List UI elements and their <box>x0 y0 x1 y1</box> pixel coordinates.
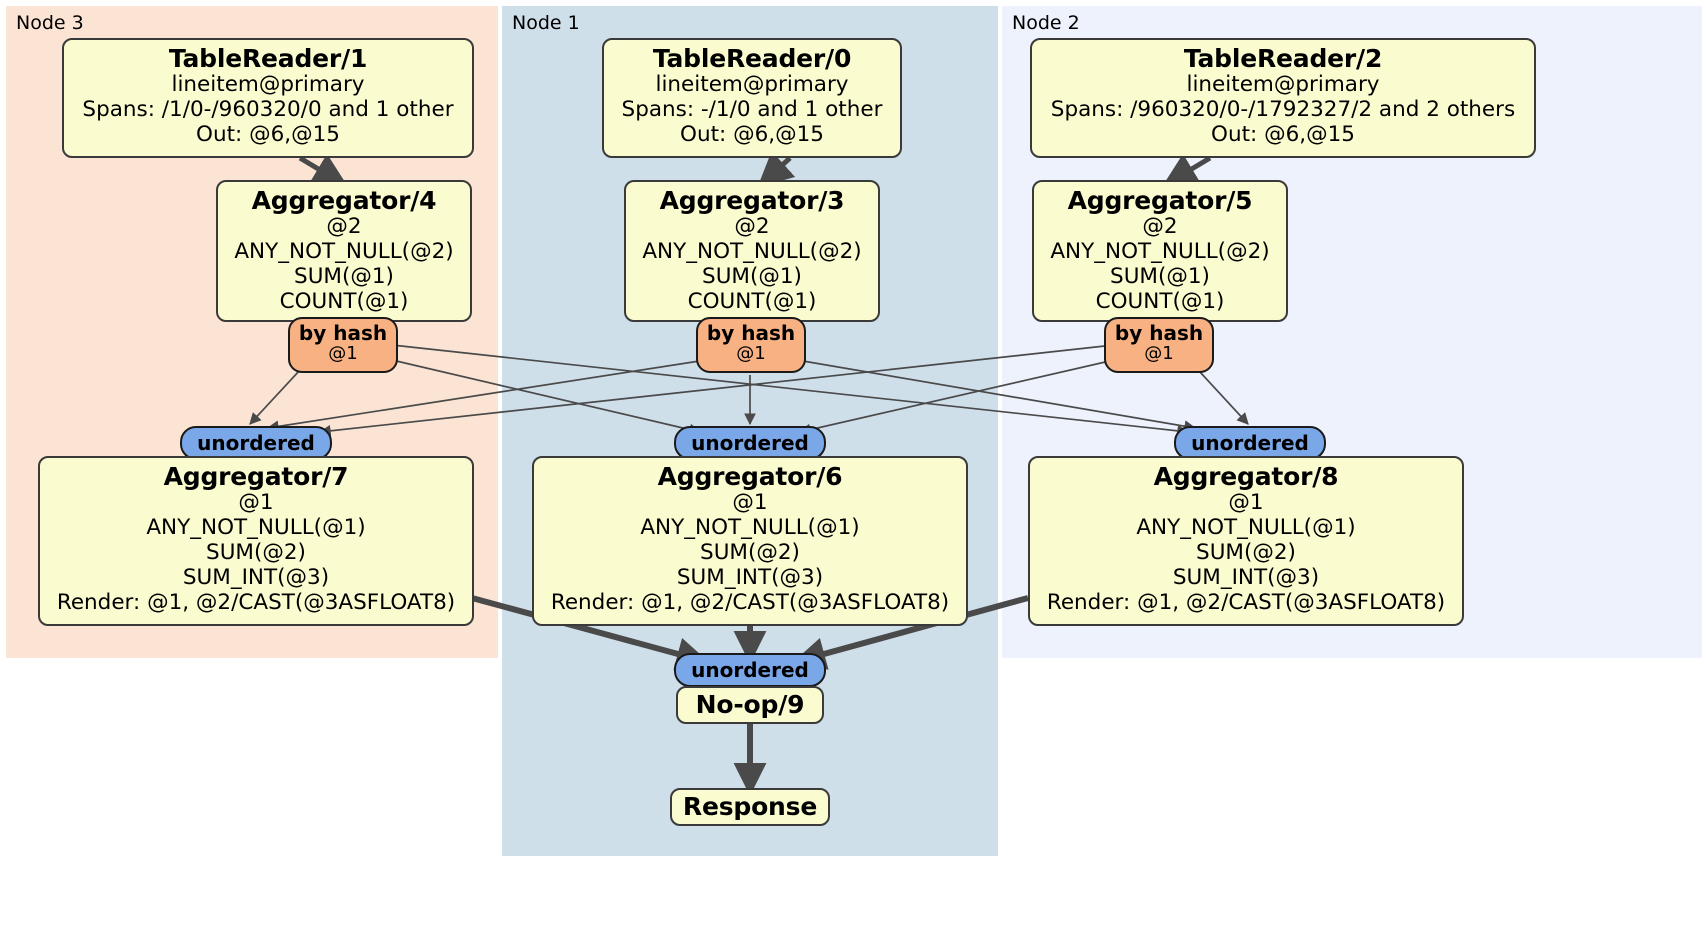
processor-title: Aggregator/6 <box>657 462 843 491</box>
processor-detail: SUM(@1) <box>294 263 394 289</box>
processor-detail: @2 <box>734 214 770 239</box>
node-panel-label: Node 2 <box>1012 12 1080 34</box>
processor-detail: SUM(@2) <box>206 539 306 565</box>
processor-title: Aggregator/8 <box>1153 462 1339 491</box>
output-router-by-hash-center[interactable]: by hash @1 <box>696 317 806 373</box>
processor-detail: SUM(@1) <box>702 263 802 289</box>
input-sync-unordered-left[interactable]: unordered <box>180 426 332 460</box>
processor-aggregator-6[interactable]: Aggregator/6 @1 ANY_NOT_NULL(@1) SUM(@2)… <box>532 456 968 626</box>
processor-title: Response <box>682 792 818 821</box>
router-detail: @1 <box>1144 343 1174 365</box>
processor-title: No-op/9 <box>695 690 805 719</box>
processor-detail: SUM_INT(@3) <box>676 564 824 590</box>
processor-detail: Spans: /960320/0-/1792327/2 and 2 others <box>1050 96 1516 122</box>
processor-detail: ANY_NOT_NULL(@1) <box>640 514 860 540</box>
processor-render: Render: @1, @2/CAST(@3ASFLOAT8) <box>550 589 950 615</box>
processor-detail: SUM_INT(@3) <box>182 564 330 590</box>
router-detail: @1 <box>328 343 358 365</box>
processor-detail: lineitem@primary <box>655 72 849 97</box>
sync-label: unordered <box>1191 430 1309 455</box>
processor-title: TableReader/1 <box>168 44 368 73</box>
sync-label: unordered <box>691 657 809 682</box>
router-title: by hash <box>706 321 796 345</box>
processor-aggregator-4[interactable]: Aggregator/4 @2 ANY_NOT_NULL(@2) SUM(@1)… <box>216 180 472 322</box>
processor-aggregator-3[interactable]: Aggregator/3 @2 ANY_NOT_NULL(@2) SUM(@1)… <box>624 180 880 322</box>
router-title: by hash <box>1114 321 1204 345</box>
input-sync-unordered-final[interactable]: unordered <box>674 653 826 687</box>
processor-detail: Spans: /1/0-/960320/0 and 1 other <box>82 96 454 122</box>
processor-tablereader-0[interactable]: TableReader/0 lineitem@primary Spans: -/… <box>602 38 902 158</box>
processor-render: Render: @1, @2/CAST(@3ASFLOAT8) <box>56 589 456 615</box>
processor-render: Render: @1, @2/CAST(@3ASFLOAT8) <box>1046 589 1446 615</box>
processor-detail: SUM(@1) <box>1110 263 1210 289</box>
processor-detail: @2 <box>326 214 362 239</box>
processor-response[interactable]: Response <box>670 788 830 826</box>
processor-detail: COUNT(@1) <box>687 288 817 314</box>
output-router-by-hash-left[interactable]: by hash @1 <box>288 317 398 373</box>
router-detail: @1 <box>736 343 766 365</box>
processor-detail: @1 <box>238 490 274 515</box>
processor-detail: lineitem@primary <box>171 72 365 97</box>
processor-detail: @1 <box>732 490 768 515</box>
processor-tablereader-2[interactable]: TableReader/2 lineitem@primary Spans: /9… <box>1030 38 1536 158</box>
input-sync-unordered-center[interactable]: unordered <box>674 426 826 460</box>
input-sync-unordered-right[interactable]: unordered <box>1174 426 1326 460</box>
processor-detail: @2 <box>1142 214 1178 239</box>
processor-title: Aggregator/7 <box>163 462 349 491</box>
processor-detail: ANY_NOT_NULL(@2) <box>1050 238 1270 264</box>
processor-tablereader-1[interactable]: TableReader/1 lineitem@primary Spans: /1… <box>62 38 474 158</box>
processor-detail: COUNT(@1) <box>279 288 409 314</box>
processor-detail: @1 <box>1228 490 1264 515</box>
processor-aggregator-5[interactable]: Aggregator/5 @2 ANY_NOT_NULL(@2) SUM(@1)… <box>1032 180 1288 322</box>
processor-detail: Spans: -/1/0 and 1 other <box>621 96 883 122</box>
processor-detail: Out: @6,@15 <box>196 121 340 147</box>
processor-title: Aggregator/5 <box>1067 186 1253 215</box>
processor-noop-9[interactable]: No-op/9 <box>676 686 824 724</box>
processor-detail: ANY_NOT_NULL(@2) <box>642 238 862 264</box>
processor-title: Aggregator/3 <box>659 186 845 215</box>
processor-detail: SUM(@2) <box>700 539 800 565</box>
processor-detail: ANY_NOT_NULL(@1) <box>146 514 366 540</box>
processor-detail: SUM_INT(@3) <box>1172 564 1320 590</box>
processor-detail: lineitem@primary <box>1186 72 1380 97</box>
processor-detail: Out: @6,@15 <box>1211 121 1355 147</box>
processor-title: Aggregator/4 <box>251 186 437 215</box>
node-panel-label: Node 3 <box>16 12 84 34</box>
processor-detail: SUM(@2) <box>1196 539 1296 565</box>
processor-title: TableReader/0 <box>652 44 852 73</box>
processor-aggregator-8[interactable]: Aggregator/8 @1 ANY_NOT_NULL(@1) SUM(@2)… <box>1028 456 1464 626</box>
sync-label: unordered <box>197 430 315 455</box>
sync-label: unordered <box>691 430 809 455</box>
processor-title: TableReader/2 <box>1183 44 1383 73</box>
node-panel-label: Node 1 <box>512 12 580 34</box>
processor-detail: ANY_NOT_NULL(@1) <box>1136 514 1356 540</box>
processor-aggregator-7[interactable]: Aggregator/7 @1 ANY_NOT_NULL(@1) SUM(@2)… <box>38 456 474 626</box>
processor-detail: COUNT(@1) <box>1095 288 1225 314</box>
router-title: by hash <box>298 321 388 345</box>
processor-detail: Out: @6,@15 <box>680 121 824 147</box>
output-router-by-hash-right[interactable]: by hash @1 <box>1104 317 1214 373</box>
processor-detail: ANY_NOT_NULL(@2) <box>234 238 454 264</box>
